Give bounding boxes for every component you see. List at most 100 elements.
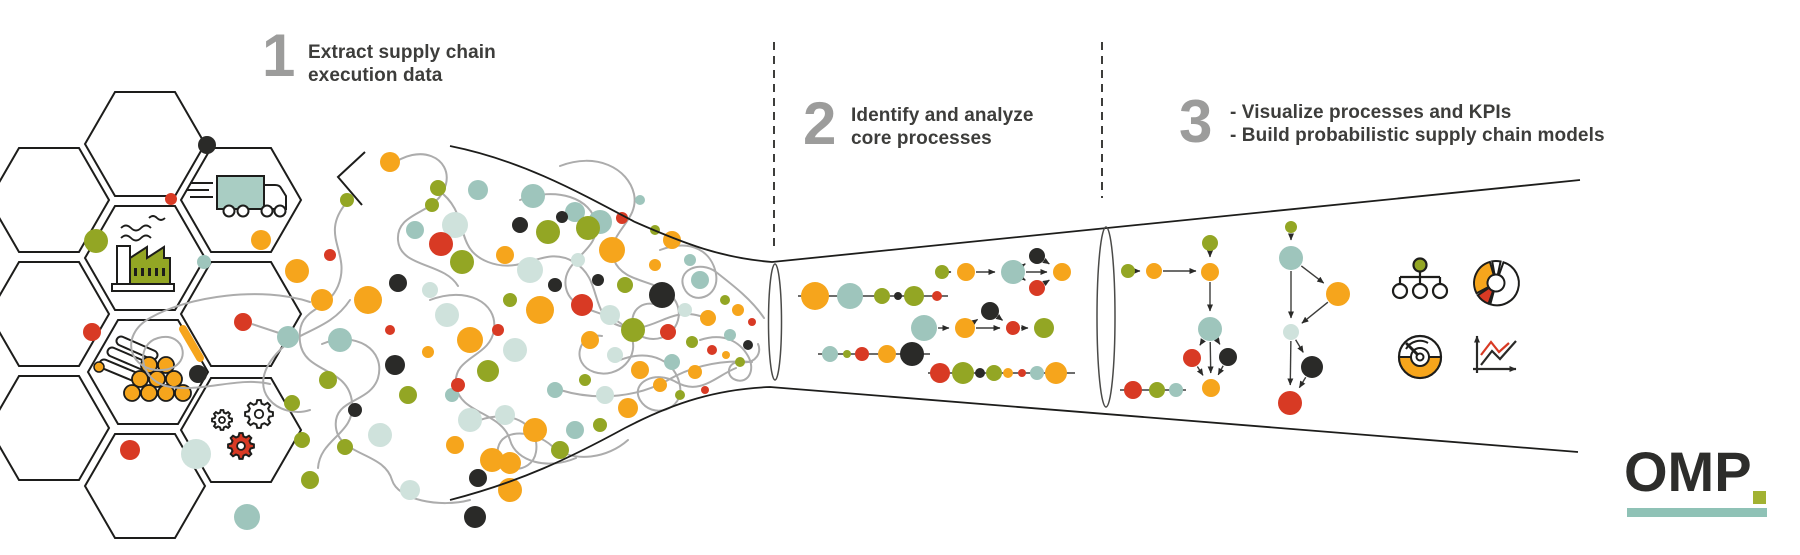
hexagon-decorations: [179, 151, 366, 362]
process-node: [1018, 369, 1026, 377]
process-node: [975, 368, 985, 378]
process-node: [911, 315, 937, 341]
process-tree-2: [1278, 221, 1350, 415]
data-dot: [566, 421, 584, 439]
data-dot: [653, 378, 667, 392]
step-2-label: Identify and analyze core processes: [851, 104, 1034, 150]
data-dot: [285, 259, 309, 283]
data-dot: [701, 386, 709, 394]
data-dot: [319, 371, 337, 389]
step-2-line-1: Identify and analyze: [851, 105, 1034, 126]
process-strand-d: [818, 342, 930, 366]
data-dot: [548, 278, 562, 292]
tangle-dots: [83, 136, 756, 530]
data-dot: [337, 439, 353, 455]
data-dot: [234, 313, 252, 331]
pipes-icon: [93, 335, 192, 402]
gauge-icon: [1397, 334, 1443, 380]
data-dot: [675, 390, 685, 400]
process-node: [1146, 263, 1162, 279]
data-dot: [732, 304, 744, 316]
donut-chart-icon: [1473, 259, 1520, 307]
tangle-thread: [559, 159, 680, 340]
process-node: [1001, 260, 1025, 284]
data-dot: [616, 212, 628, 224]
process-node: [1202, 235, 1218, 251]
omp-logo-text: OMP: [1624, 440, 1752, 503]
process-node: [1198, 317, 1222, 341]
data-dot: [425, 198, 439, 212]
process-node: [1149, 382, 1165, 398]
data-dot: [469, 469, 487, 487]
data-dot: [348, 403, 362, 417]
data-dot: [198, 136, 216, 154]
data-dot: [477, 360, 499, 382]
process-strands: [798, 248, 1197, 399]
data-dot: [523, 418, 547, 442]
hexagon-outline: [0, 375, 111, 481]
data-dot: [565, 202, 585, 222]
data-dot: [380, 152, 400, 172]
process-node: [843, 350, 851, 358]
tangle-thread: [298, 201, 354, 469]
process-node: [900, 342, 924, 366]
data-dot: [389, 274, 407, 292]
hexagon-outline: [83, 433, 207, 539]
process-node: [1183, 349, 1201, 367]
tangle-thread: [699, 336, 761, 382]
process-node: [1202, 379, 1220, 397]
data-dot: [617, 277, 633, 293]
data-dot: [399, 386, 417, 404]
data-dot: [496, 246, 514, 264]
data-dot: [592, 274, 604, 286]
hexagon-outline: [179, 377, 303, 483]
data-dot: [234, 504, 260, 530]
data-dot: [181, 439, 211, 469]
process-node: [1279, 246, 1303, 270]
data-dot: [631, 361, 649, 379]
process-strand-a: [935, 248, 1071, 296]
data-dot: [284, 395, 300, 411]
data-dot: [251, 230, 271, 250]
data-dot: [492, 324, 504, 336]
funnel-lens-2: [1096, 226, 1116, 408]
data-dot: [368, 423, 392, 447]
data-dot: [458, 408, 482, 432]
data-dot: [576, 216, 600, 240]
data-dot: [678, 303, 692, 317]
omp-logo-underline: [1627, 508, 1767, 517]
data-dot: [649, 282, 675, 308]
line-chart-icon: [1473, 335, 1517, 373]
step-1-label: Extract supply chain execution data: [308, 41, 496, 87]
data-dot: [686, 336, 698, 348]
process-node: [1045, 362, 1067, 384]
funnel-bottom-wall: [449, 386, 1579, 501]
data-dot: [684, 254, 696, 266]
data-dot: [581, 331, 599, 349]
data-dot: [480, 448, 504, 472]
process-node: [935, 265, 949, 279]
hexagon-outline: [0, 147, 111, 253]
hexagon-outline: [83, 91, 207, 197]
data-dot: [422, 346, 434, 358]
tangle-thread: [559, 360, 753, 398]
highlighted-hex-edge: [179, 325, 204, 362]
data-dot: [635, 195, 645, 205]
data-dot: [446, 436, 464, 454]
step-1-number: 1: [262, 22, 296, 89]
omp-logo-green-dot: [1753, 491, 1766, 504]
truck-icon: [186, 175, 287, 218]
data-dot: [451, 378, 465, 392]
data-dot: [120, 440, 140, 460]
data-dot: [294, 432, 310, 448]
data-dot: [526, 296, 554, 324]
step-1-line-1: Extract supply chain: [308, 42, 496, 63]
data-dot: [722, 351, 730, 359]
data-dot: [328, 328, 352, 352]
data-dot: [593, 418, 607, 432]
data-dot: [735, 357, 745, 367]
data-dot: [499, 452, 521, 474]
factory-icon: [111, 215, 175, 292]
process-trees: [1183, 221, 1350, 415]
process-strand-f: [1121, 263, 1197, 279]
